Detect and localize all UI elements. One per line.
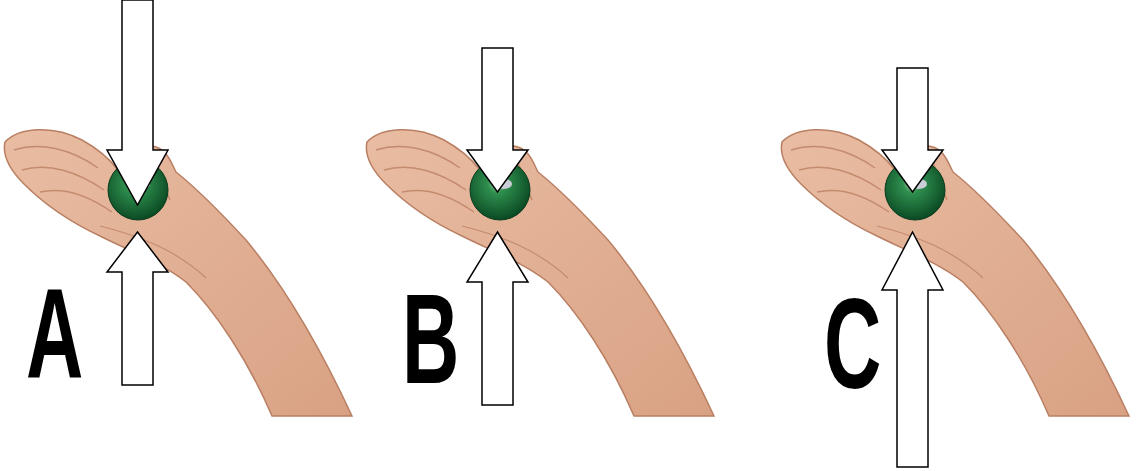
panel-letter: C [824,280,881,408]
down-arrow [107,0,168,205]
up-arrow [467,232,528,405]
up-arrow [107,232,168,385]
up-arrow [882,232,943,467]
panel-letter: B [402,275,459,403]
hand-b [366,130,714,416]
hand-a [4,130,352,416]
down-arrow [882,68,943,192]
panel-letter: A [26,270,83,398]
down-arrow [467,48,528,192]
hand-c [781,130,1129,416]
